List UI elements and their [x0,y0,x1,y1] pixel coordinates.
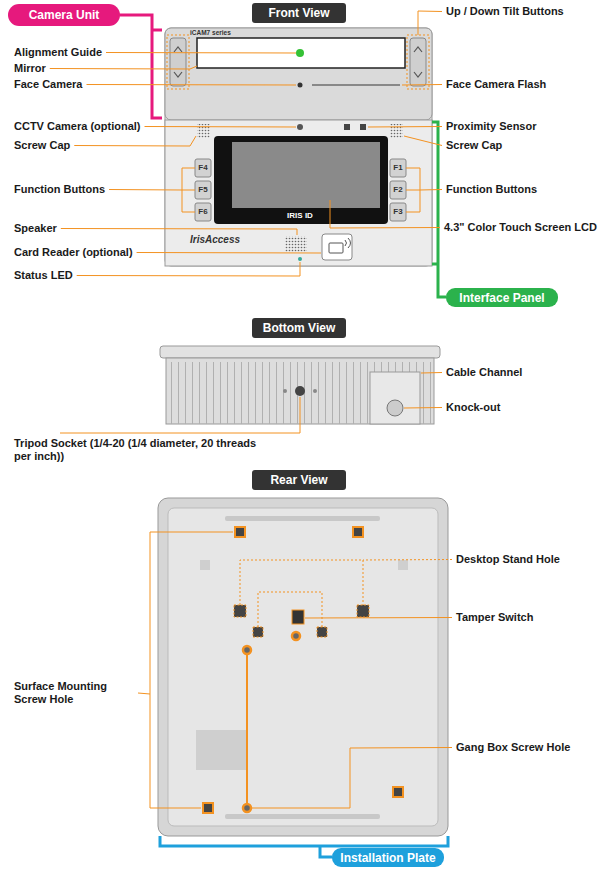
part-label: Screw Cap [14,139,70,152]
part-label: Function Buttons [446,183,537,196]
leader-line [305,617,452,619]
leader-line [330,200,440,228]
device-marking: F3 [393,207,402,217]
part-label: Alignment Guide [14,46,102,59]
part-label: Function Buttons [14,183,105,196]
leader-line [74,136,196,146]
part-label: Face Camera [14,78,83,91]
leader-line [87,84,297,86]
leader-line [404,136,442,146]
tag-text: Rear View [270,473,327,487]
part-label: Up / Down Tilt Buttons [446,5,564,18]
part-label: Tamper Switch [456,611,533,624]
part-label: Card Reader (optional) [14,246,133,259]
leader-line [418,11,442,35]
group-tag: Interface Panel [446,288,558,307]
leader-line [60,397,300,433]
device-marking: F5 [198,185,207,195]
part-label: CCTV Camera (optional) [14,120,141,133]
leader-line [138,693,150,694]
front-view-device [120,15,446,297]
leader-line [109,189,182,191]
device-marking: F1 [393,163,402,173]
part-label: Speaker [14,222,57,235]
device-marking: F2 [393,185,402,195]
tag-text: Camera Unit [29,8,100,22]
device-marking: IRIS ID [287,211,313,221]
leader-line [368,126,442,128]
leader-line [106,52,296,54]
view-heading: Front View [252,3,346,23]
group-tag: Installation Plate [332,848,444,867]
leader-line [77,262,300,276]
view-heading: Rear View [252,470,346,490]
part-label: Proximity Sensor [446,120,536,133]
tag-text: Front View [268,6,329,20]
view-heading: Bottom View [252,318,346,338]
group-tag: Camera Unit [8,4,120,26]
leader-line [420,189,442,191]
leader-line [363,559,452,561]
tag-text: Bottom View [263,321,335,335]
part-label: Face Camera Flash [446,78,546,91]
device-marking: iCAM7 series [190,29,231,37]
leader-line [404,407,442,409]
leader-line [252,748,452,809]
part-label: Cable Channel [446,366,522,379]
leader-line [421,372,442,374]
part-label: Surface Mounting Screw Hole [14,680,134,706]
leader-line [402,84,442,86]
device-marking: F4 [198,163,207,173]
part-label: Tripod Socket (1/4-20 (1/4 diameter, 20 … [14,437,264,463]
tag-text: Interface Panel [459,291,544,305]
rear-view-plate [150,498,448,857]
part-label: Mirror [14,62,46,75]
leader-line [50,66,197,69]
part-label: Screw Cap [446,139,502,152]
part-label: Status LED [14,269,73,282]
leader-line [145,126,296,128]
part-label: Desktop Stand Hole [456,553,560,566]
device-marking: F6 [198,207,207,217]
part-label: 4.3" Color Touch Screen LCD [444,221,597,234]
tag-text: Installation Plate [340,851,435,865]
part-label: Gang Box Screw Hole [456,741,570,754]
device-marking: IrisAccess [190,234,240,246]
part-label: Knock-out [446,401,500,414]
leader-line [137,252,321,254]
leader-line [61,229,297,236]
